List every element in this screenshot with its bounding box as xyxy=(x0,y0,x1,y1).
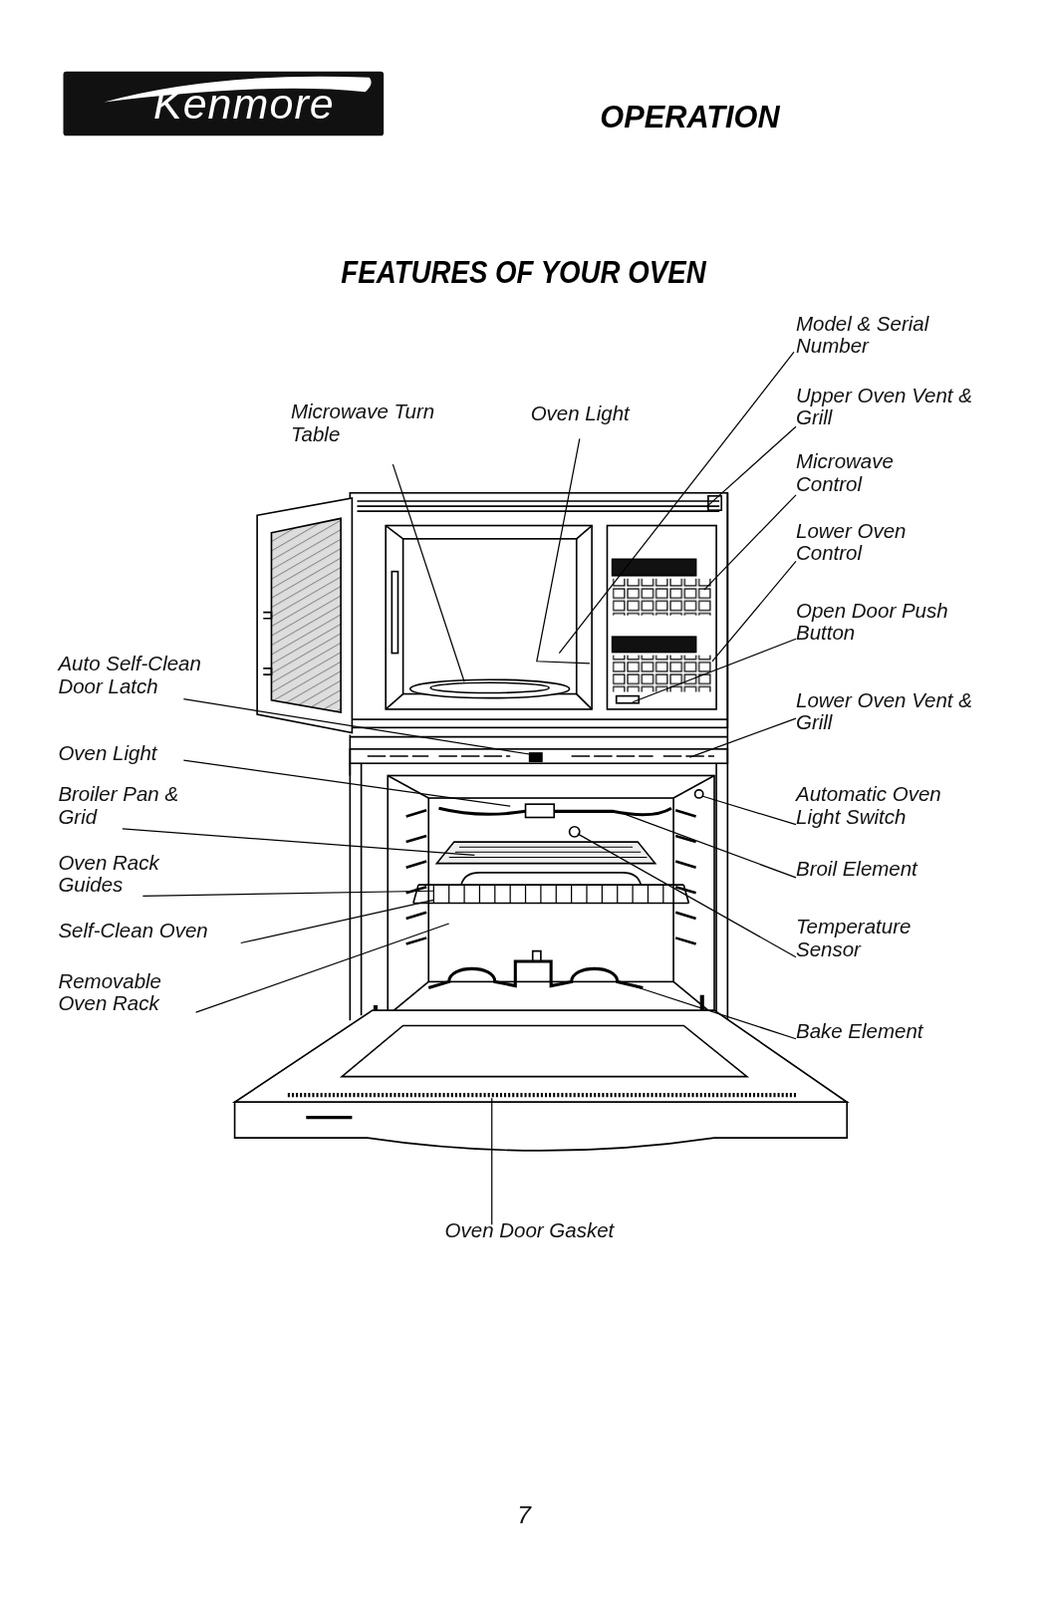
rack-rail xyxy=(461,872,641,885)
callout-label: Broil Element xyxy=(795,856,1048,880)
vent-line xyxy=(357,500,721,503)
cabinet-side xyxy=(349,735,352,777)
broil-element xyxy=(438,807,672,815)
callout-label: Lower Oven Control xyxy=(795,519,950,564)
cavity-edge xyxy=(387,775,715,1016)
brand-logo: Kenmore xyxy=(63,71,385,137)
control-panel xyxy=(606,525,717,710)
element-bracket xyxy=(532,951,541,962)
cabinet xyxy=(349,493,728,1022)
oven-rack xyxy=(413,884,690,903)
leader-line xyxy=(491,1097,493,1225)
callout-label: Model & Serial Number xyxy=(795,311,960,357)
callout-label: Removable Oven Rack xyxy=(57,969,212,1015)
microwave xyxy=(257,498,717,734)
leader-line xyxy=(122,828,475,856)
door-button xyxy=(616,696,640,704)
rack-bars xyxy=(433,884,663,903)
vent-line xyxy=(357,505,721,508)
microwave-opening xyxy=(385,525,592,710)
leader-line xyxy=(241,899,435,943)
oven-door xyxy=(235,1010,848,1151)
leader-line xyxy=(558,351,794,653)
swoosh xyxy=(103,76,371,103)
turntable xyxy=(410,679,570,698)
leader-line xyxy=(622,812,796,878)
light-switch xyxy=(695,789,704,798)
leader-line xyxy=(702,795,796,825)
door-window xyxy=(270,518,341,713)
rack-guides xyxy=(406,809,427,944)
callout-label: Oven Rack Guides xyxy=(57,850,212,896)
rack-guides xyxy=(675,809,696,944)
lower-vent xyxy=(349,749,728,764)
page-number: 7 xyxy=(517,1504,578,1528)
microwave-display xyxy=(612,558,697,575)
temp-sensor xyxy=(569,826,580,837)
cavity-edge xyxy=(385,525,592,710)
microwave-door xyxy=(257,498,352,734)
callout-label: Self-Clean Oven xyxy=(57,919,364,943)
callout-label: Broiler Pan & Grid xyxy=(57,783,222,828)
broiler-pan xyxy=(436,841,655,864)
leader-line xyxy=(689,718,796,758)
leader-line xyxy=(142,890,434,896)
leader-line xyxy=(706,426,796,508)
callout-label: Lower Oven Vent & Grill xyxy=(795,688,978,734)
oven-opening xyxy=(387,775,715,1016)
trim-line xyxy=(349,736,728,739)
leader-line xyxy=(392,464,465,682)
oven-back xyxy=(428,797,674,982)
door-gasket xyxy=(287,1092,798,1097)
turntable-ring xyxy=(430,682,549,693)
leader-line xyxy=(704,495,796,590)
door-latch xyxy=(262,612,271,675)
upper-frame xyxy=(349,493,728,729)
leader-line xyxy=(712,560,796,661)
logo-swoosh xyxy=(63,71,385,137)
leader-line xyxy=(196,923,450,1013)
door-window xyxy=(341,1025,748,1076)
leader-lines xyxy=(122,351,796,1225)
door-edge xyxy=(235,1101,848,1151)
callout-label: Auto Self-Clean Door Latch xyxy=(57,652,240,698)
leader-line xyxy=(632,638,796,703)
callout-label: Bake Element xyxy=(795,1019,1048,1043)
section-heading: OPERATION xyxy=(599,99,906,135)
cabinet-side xyxy=(727,493,730,1022)
microwave-back xyxy=(403,538,577,695)
door-handle xyxy=(305,1115,352,1119)
leader-line xyxy=(577,833,796,958)
figure-title: FEATURES OF YOUR OVEN xyxy=(340,255,706,290)
callout-label: Automatic Oven Light Switch xyxy=(795,783,978,828)
vent-line xyxy=(357,510,721,513)
door-panel xyxy=(235,1010,848,1102)
trim-line xyxy=(349,718,728,721)
callout-label: Upper Oven Vent & Grill xyxy=(795,383,978,429)
lower-oven xyxy=(375,753,715,1021)
leader-line xyxy=(632,986,796,1040)
callout-label: Microwave Control xyxy=(795,450,950,496)
callout-label: Oven Light xyxy=(530,402,837,426)
callout-label: Microwave Turn Table xyxy=(290,400,473,446)
cabinet-side xyxy=(360,763,363,1016)
oven-light xyxy=(525,803,555,817)
callout-label: Temperature Sensor xyxy=(795,915,950,961)
callout-label: Open Door Push Button xyxy=(795,598,978,644)
leader-line xyxy=(183,760,511,806)
callout-label: Oven Door Gasket xyxy=(445,1218,752,1242)
microwave-keypad xyxy=(612,578,713,616)
oven-display xyxy=(612,636,697,652)
cavity-rail xyxy=(391,571,398,654)
oven-keypad xyxy=(612,655,713,693)
leader-line xyxy=(183,699,535,756)
leader-line xyxy=(536,438,590,663)
callout-label: Oven Light xyxy=(57,742,364,766)
bake-element xyxy=(428,961,643,989)
